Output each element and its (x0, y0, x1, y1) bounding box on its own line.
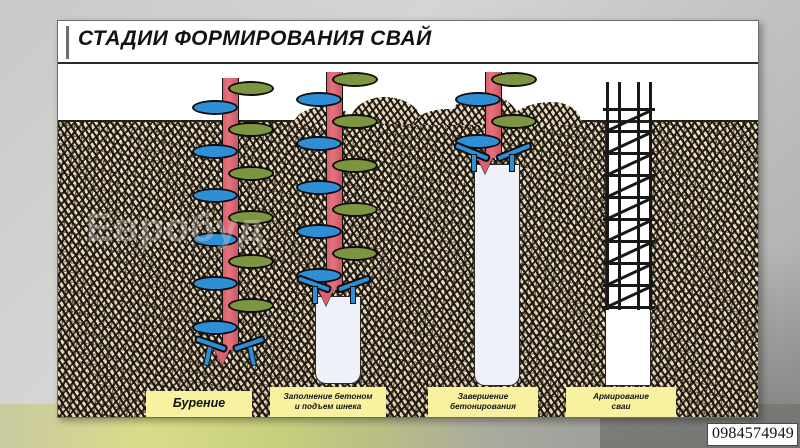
auger-flight (228, 166, 274, 181)
rebar-tie (603, 284, 655, 288)
auger-flight (332, 202, 378, 217)
rebar-tie (603, 196, 655, 200)
auger-flight (296, 180, 342, 195)
rebar-tie (603, 306, 655, 310)
concrete-pile-stage-3 (474, 164, 520, 386)
phone-number-badge: 0984574949 (707, 423, 798, 446)
stage-caption-2: Заполнение бетоном и подъем шнека (270, 387, 386, 417)
auger-blade-leg (471, 154, 477, 172)
rebar-tie (603, 152, 655, 156)
auger-flight (296, 92, 342, 107)
auger-flight (491, 114, 537, 129)
auger-flight (332, 114, 378, 129)
auger-flight (296, 224, 342, 239)
stage-caption-4-line-2: сваи (611, 402, 631, 411)
title-band: СТАДИИ ФОРМИРОВАНИЯ СВАЙ (58, 21, 758, 64)
rebar-tie (603, 174, 655, 178)
auger-flight (192, 100, 238, 115)
auger-flight (228, 254, 274, 269)
diagram-scene: Бурение Заполнение бетоном и подъем шнек… (58, 64, 758, 417)
auger-blade-leg (246, 345, 258, 367)
auger-tip (213, 349, 230, 366)
auger-blade-leg (312, 286, 318, 304)
auger-flight (332, 246, 378, 261)
auger-flight (332, 72, 378, 87)
auger-flight (192, 144, 238, 159)
stage-caption-1: Бурение (146, 391, 252, 417)
auger-tip (317, 289, 334, 306)
stage-caption-1-line-1: Бурение (172, 396, 226, 411)
auger-stage-2 (290, 72, 386, 322)
auger-flight (455, 92, 501, 107)
stage-caption-4: Армирование сваи (566, 387, 676, 417)
concrete-pile-stage-2 (315, 296, 361, 384)
auger-blade-leg (509, 154, 515, 172)
page-title: СТАДИИ ФОРМИРОВАНИЯ СВАЙ (78, 27, 432, 50)
auger-flight (192, 320, 238, 335)
auger-stage-3 (449, 72, 545, 192)
rebar-tie (603, 240, 655, 244)
stage-caption-3-line-1: Завершение (457, 392, 509, 401)
stage-caption-3: Завершение бетонирования (428, 387, 538, 417)
auger-flight (192, 276, 238, 291)
auger-flight (192, 232, 238, 247)
auger-stage-1 (186, 78, 282, 378)
stage-caption-3-line-2: бетонирования (450, 402, 516, 411)
auger-blade-leg (350, 286, 356, 304)
diagram-card: СТАДИИ ФОРМИРОВАНИЯ СВАЙ (57, 20, 759, 418)
auger-flight (228, 81, 274, 96)
rebar-cage (601, 82, 657, 312)
rebar-tie (603, 262, 655, 266)
auger-flight (296, 136, 342, 151)
title-accent-bar (66, 26, 69, 59)
rebar-tie (603, 218, 655, 222)
auger-blade-leg (202, 345, 214, 367)
auger-flight (332, 158, 378, 173)
auger-flight (228, 210, 274, 225)
auger-flight (228, 298, 274, 313)
stage-caption-2-line-1: Заполнение бетоном (283, 392, 373, 401)
stage-caption-4-line-1: Армирование (593, 392, 649, 401)
auger-flight (192, 188, 238, 203)
auger-flight (491, 72, 537, 87)
rebar-tie (603, 130, 655, 134)
stage-caption-2-line-2: и подъем шнека (294, 402, 362, 411)
rebar-tie (603, 108, 655, 112)
auger-flight (228, 122, 274, 137)
